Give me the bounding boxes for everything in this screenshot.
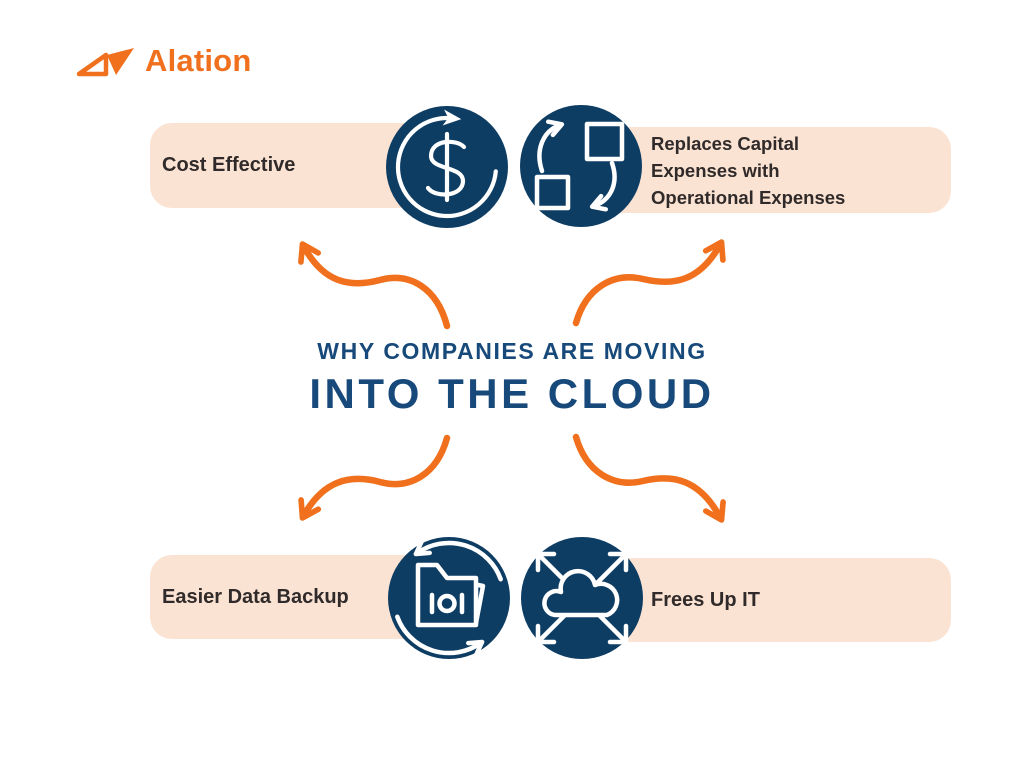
benefit-label: Frees Up IT xyxy=(651,588,760,611)
page-title: WHY COMPANIES ARE MOVING INTO THE CLOUD xyxy=(0,338,1024,418)
benefit-label: Replaces Capital Expenses with Operation… xyxy=(651,132,846,208)
benefit-label: Cost Effective xyxy=(162,154,296,176)
title-line-1: WHY COMPANIES ARE MOVING xyxy=(317,338,707,364)
squares-swap-icon xyxy=(520,105,642,227)
dollar-cycle-icon xyxy=(386,106,508,228)
alation-logo: Alation xyxy=(74,42,251,80)
brand-name: Alation xyxy=(145,43,252,78)
arrow-to-top-left xyxy=(298,241,451,330)
arrow-to-bottom-left xyxy=(298,434,451,521)
benefit-card-capex-opex: Replaces Capital Expenses with Operation… xyxy=(579,127,951,213)
alation-bowtie-icon xyxy=(76,48,134,77)
cloud-expand-icon xyxy=(521,537,643,659)
arrow-to-bottom-right xyxy=(572,433,726,523)
title-line-2: INTO THE CLOUD xyxy=(309,370,715,417)
benefit-label: Easier Data Backup xyxy=(162,585,349,608)
folder-sync-icon xyxy=(388,537,510,659)
arrow-to-top-right xyxy=(572,239,726,327)
